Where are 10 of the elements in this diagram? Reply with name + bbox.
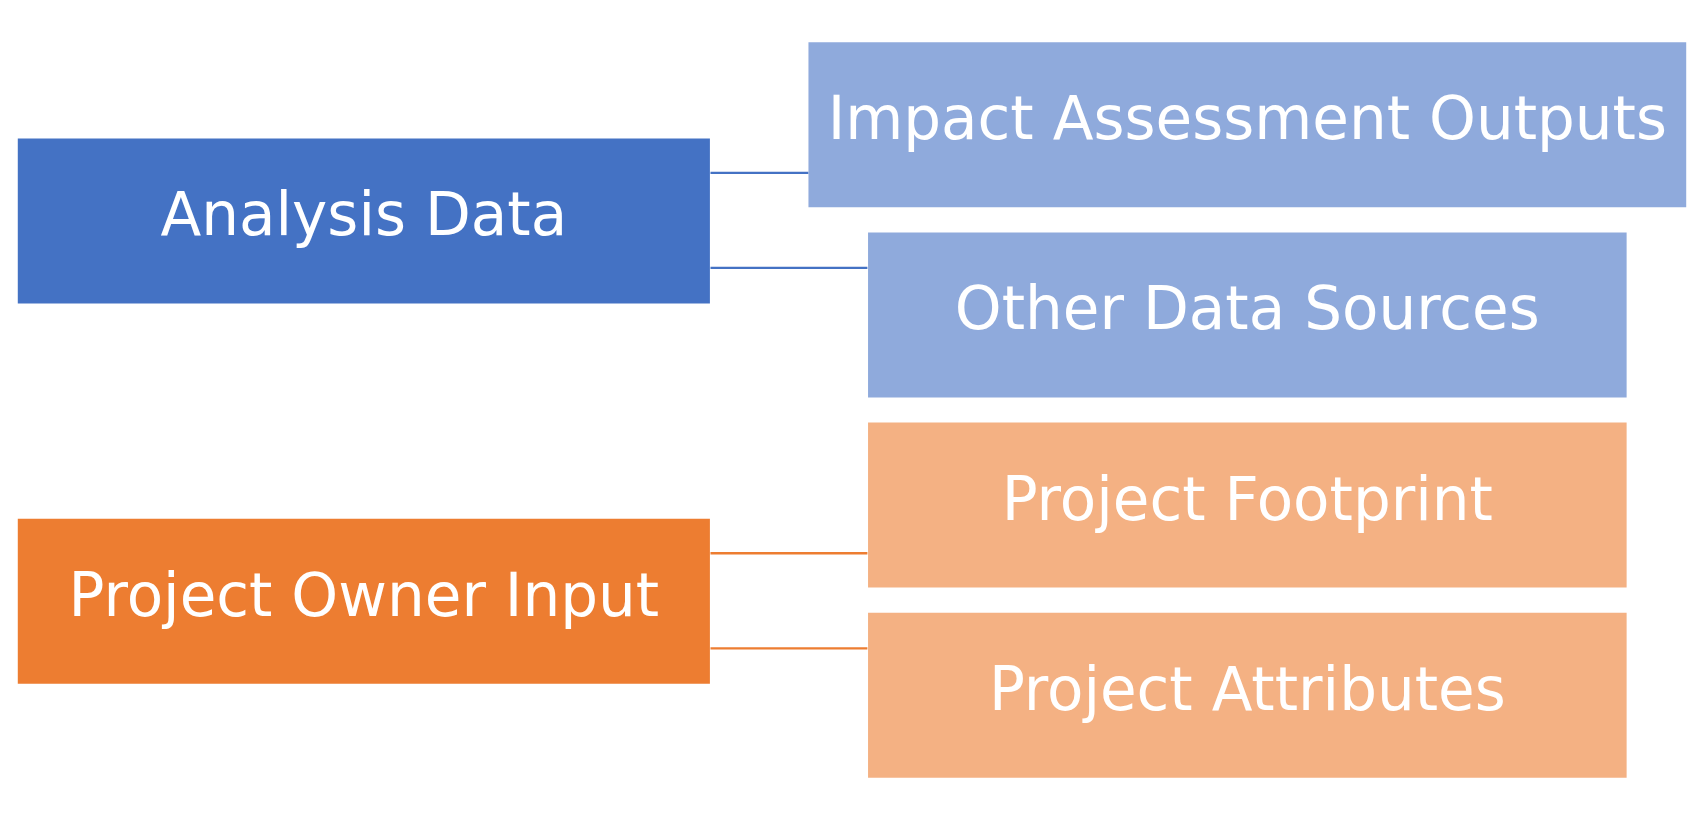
connector (710, 171, 809, 174)
node-box: Analysis Data (17, 138, 710, 304)
node-box: Impact Assessment Outputs (808, 42, 1687, 208)
connector (710, 647, 868, 650)
connector (710, 266, 868, 270)
connector (710, 552, 868, 555)
node-box: Project Attributes (868, 612, 1627, 778)
node-box: Project Footprint (868, 422, 1627, 588)
node-box: Project Owner Input (17, 518, 710, 684)
node-box: Other Data Sources (868, 232, 1627, 398)
